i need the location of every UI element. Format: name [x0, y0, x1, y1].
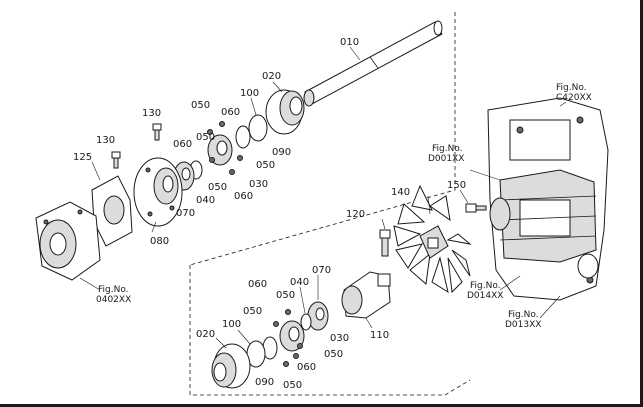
leader-150 [459, 189, 469, 204]
label-130-a: 130 [142, 108, 161, 119]
part-060-pin-bottom [229, 169, 235, 175]
label-030-low: 030 [330, 333, 349, 344]
part-040-ring-low [300, 313, 312, 331]
label-060-low-b: 060 [297, 362, 316, 373]
label-040-top: 040 [196, 195, 215, 206]
label-120: 120 [346, 209, 365, 220]
label-050-lower: 050 [208, 182, 227, 193]
label-060-bottom: 060 [234, 191, 253, 202]
label-020-top: 020 [262, 71, 281, 82]
part-050-ball-right [237, 155, 243, 161]
fig-ref-d013-code: D013XX [505, 320, 541, 330]
part-030-gear-top [207, 134, 233, 166]
leader-120 [381, 218, 386, 230]
part-060-pin-low [285, 309, 291, 315]
label-100-low: 100 [222, 319, 241, 330]
label-050-right: 050 [256, 160, 275, 171]
label-050-mid: 050 [196, 132, 215, 143]
part-130-bolt-lower [111, 151, 121, 169]
part-125-adapter [91, 175, 133, 247]
fig-ref-d001-title: Fig.No. [432, 144, 463, 154]
label-010: 010 [340, 37, 359, 48]
label-110: 110 [370, 330, 389, 341]
label-140: 140 [391, 187, 410, 198]
label-050-low-b: 050 [243, 306, 262, 317]
leader-010 [349, 46, 361, 61]
part-050-ball-low-c [283, 361, 289, 367]
leader-040-low [299, 286, 306, 314]
leader-020-top [272, 81, 283, 93]
part-100-ring-top [248, 114, 268, 142]
label-080: 080 [150, 236, 169, 247]
leader-d001 [469, 169, 501, 181]
fig-ref-c420-code: C420XX [556, 93, 592, 103]
part-130-bolt-upper [152, 123, 162, 141]
fig-ref-d001-code: D001XX [428, 154, 464, 164]
assembly-boundary-top [189, 12, 456, 266]
leader-c420 [559, 101, 567, 107]
part-020-housing-top [265, 89, 305, 135]
part-020-housing-low [211, 343, 251, 389]
leader-0402 [79, 277, 101, 291]
part-050-ball-mid [209, 157, 215, 163]
label-020-low: 020 [196, 329, 215, 340]
part-110-coupling [341, 271, 391, 319]
label-030-top: 030 [249, 179, 268, 190]
leader-100-top [250, 97, 257, 116]
label-040-low: 040 [290, 277, 309, 288]
part-pump-housing [35, 201, 101, 281]
assembly-boundary-bottom [189, 265, 471, 396]
fig-ref-d014-code: D014XX [467, 291, 503, 301]
part-120-bolt [379, 229, 391, 257]
leader-140 [427, 195, 431, 215]
part-060-pin-low-b [293, 353, 299, 359]
part-010-shaft [303, 20, 443, 107]
fig-ref-c420-title: Fig.No. [556, 83, 587, 93]
part-engine-block [487, 97, 609, 301]
label-060-left: 060 [173, 139, 192, 150]
label-070-top: 070 [176, 208, 195, 219]
frame-edge-right [640, 0, 643, 407]
fig-ref-0402-title: Fig.No. [98, 285, 129, 295]
part-050-ball-low-b [297, 343, 303, 349]
label-070-low: 070 [312, 265, 331, 276]
leader-d014 [499, 275, 521, 291]
label-090-low: 090 [255, 377, 274, 388]
leader-020-low [215, 337, 227, 349]
label-125: 125 [73, 152, 92, 163]
fig-ref-d014-title: Fig.No. [470, 281, 501, 291]
part-060-pin-top [219, 121, 225, 127]
label-060-top: 060 [221, 107, 240, 118]
part-080-flange [133, 157, 183, 227]
label-050-low-d: 050 [283, 380, 302, 391]
part-090-ring-top [235, 125, 251, 149]
label-050-top: 050 [191, 100, 210, 111]
part-140-fan [393, 184, 472, 294]
label-060-low: 060 [248, 279, 267, 290]
label-050-low-c: 050 [324, 349, 343, 360]
leader-080 [151, 221, 157, 233]
part-030-gear-low [279, 320, 305, 352]
part-070-bearing-low [307, 301, 329, 331]
leader-125 [91, 161, 101, 181]
frame-edge-bottom [0, 404, 643, 407]
leader-100-low [237, 329, 251, 345]
leader-d013 [539, 295, 561, 319]
leader-110 [365, 317, 373, 329]
label-050-low-a: 050 [276, 290, 295, 301]
part-050-ball-top [207, 129, 213, 135]
part-150-bolt [465, 203, 487, 213]
label-150: 150 [447, 180, 466, 191]
fig-ref-d013-title: Fig.No. [508, 310, 539, 320]
label-100-top: 100 [240, 88, 259, 99]
label-090-top: 090 [272, 147, 291, 158]
label-130-b: 130 [96, 135, 115, 146]
fig-ref-0402-code: 0402XX [96, 295, 131, 305]
part-050-ball-low-a [273, 321, 279, 327]
